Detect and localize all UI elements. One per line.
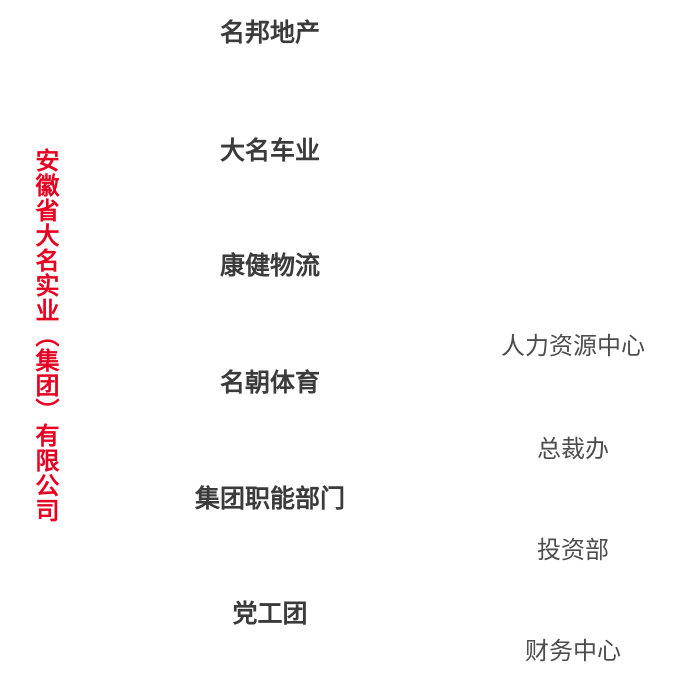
org-node-level1: 大名车业	[219, 137, 321, 165]
org-node-level2: 总裁办	[537, 436, 609, 463]
org-node-level1: 名朝体育	[219, 369, 321, 397]
org-node-level2: 人力资源中心	[501, 333, 645, 360]
org-node-level2: 投资部	[537, 537, 609, 564]
org-node-level1: 集团职能部门	[194, 485, 346, 513]
org-node-level1: 康健物流	[219, 252, 321, 280]
org-node-level1: 名邦地产	[219, 19, 321, 47]
org-node-level2: 财务中心	[525, 638, 621, 665]
company-name-vertical-title: 安徽省大名实业（集团）有限公司	[31, 148, 58, 523]
org-node-level1: 党工团	[232, 600, 308, 628]
